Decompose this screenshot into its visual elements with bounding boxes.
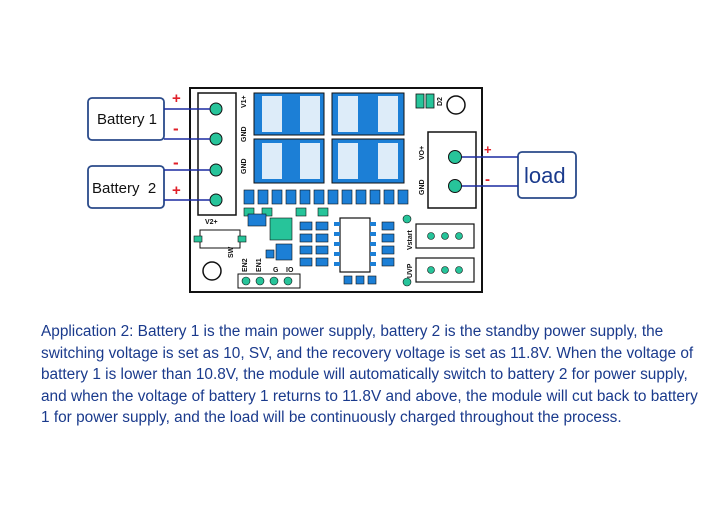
load-label: load	[524, 163, 566, 188]
output-terminal-screws	[448, 150, 462, 193]
mounting-hole-bottom	[202, 261, 222, 281]
control-ic	[339, 217, 371, 273]
pcb-label-g: G	[273, 267, 279, 274]
pcb-label-en1: EN1	[256, 258, 263, 272]
uvp-pins	[427, 266, 463, 274]
pcb-label-vstart: Vstart	[407, 229, 414, 250]
pcb-label-gnd-out: GND	[419, 179, 426, 195]
pcb-label-io: IO	[286, 267, 294, 274]
vstart-pins	[427, 232, 463, 240]
transistor-group	[247, 213, 293, 261]
sw-component	[199, 229, 241, 249]
pcb-label-uvp: UVP	[407, 263, 414, 278]
ic-pins	[334, 222, 376, 266]
battery1-minus-sign: -	[173, 119, 179, 138]
mounting-hole-top	[446, 95, 466, 115]
sw-pad-right	[237, 235, 247, 243]
application-description: Application 2: Battery 1 is the main pow…	[41, 323, 698, 426]
d2-components	[415, 93, 435, 109]
smd-row	[243, 189, 409, 205]
pcb-label-d2: D2	[437, 97, 444, 106]
smd-pads	[243, 207, 329, 217]
bottom-header-pins	[241, 276, 293, 286]
resistor-arrays	[299, 221, 395, 285]
power-mosfet-pads	[253, 92, 405, 184]
battery1-plus-sign: +	[172, 90, 181, 107]
battery2-plus-sign: +	[172, 182, 181, 199]
load-label-box	[517, 151, 577, 199]
pcb-label-v1plus: V1+	[241, 95, 248, 108]
pcb-label-sw: SW	[228, 246, 235, 258]
load-minus-sign: -	[485, 171, 490, 188]
output-terminal-block	[427, 131, 477, 209]
vstart-potentiometer	[415, 223, 475, 249]
pcb-label-vo-plus: VO+	[419, 146, 426, 160]
pcb-label-en2: EN2	[242, 258, 249, 272]
load-plus-sign: +	[484, 142, 492, 157]
module-wiring-diagram: V1+ GND GND V2+ SW VO+ GND D2 Vstart UVP…	[87, 87, 577, 293]
pcb-label-gnd-top: GND	[241, 126, 248, 142]
battery2-label: Battery 2	[92, 180, 156, 197]
battery2-minus-sign: -	[173, 153, 179, 172]
battery1-label-box	[87, 97, 165, 141]
battery2-label-box	[87, 165, 165, 209]
test-points	[402, 214, 412, 287]
sw-pad-left	[193, 235, 203, 243]
pcb-label-gnd-mid: GND	[241, 158, 248, 174]
pcb-label-v2plus: V2+	[205, 219, 218, 226]
battery1-label: Battery 1	[97, 111, 157, 128]
bottom-header	[237, 273, 301, 289]
